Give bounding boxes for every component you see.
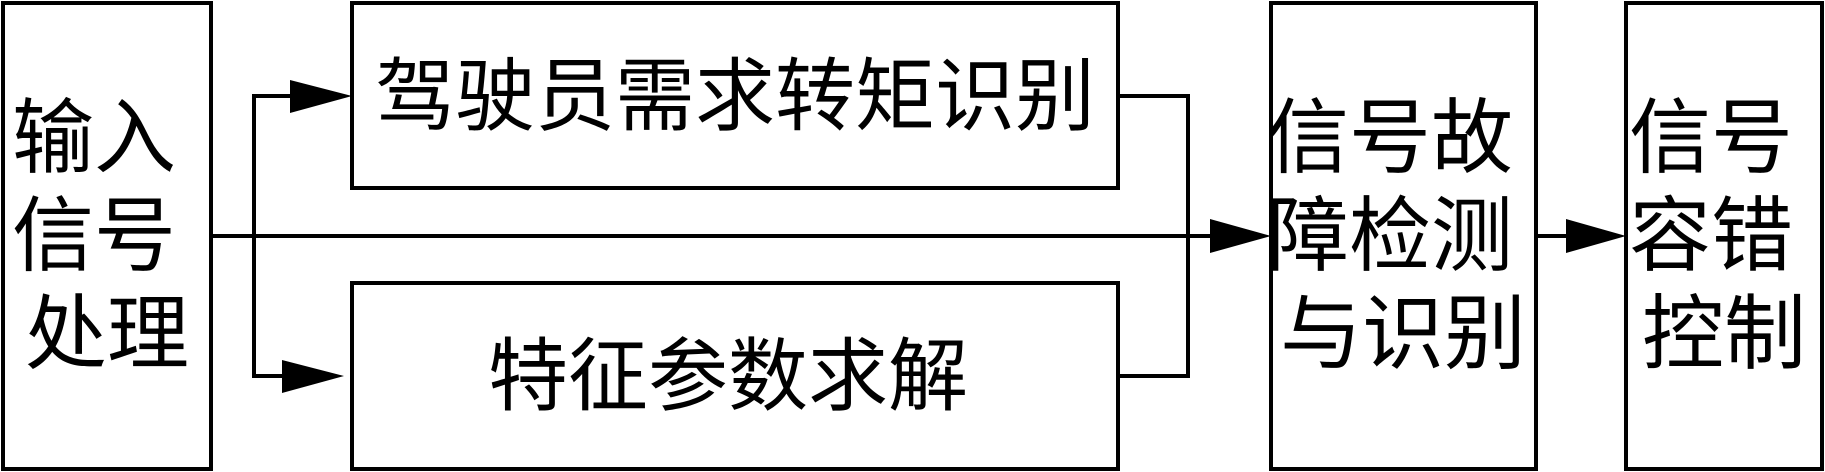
torque-box-label: 驾驶员需求转矩识别 xyxy=(375,50,1095,143)
input-signal-processing-box xyxy=(1,1,213,471)
tolerance-box-line-2: 容错 xyxy=(1629,189,1793,284)
input-box-line-2: 信号 xyxy=(12,189,176,284)
tolerance-box-line-3: 控制 xyxy=(1642,287,1806,382)
params-box-label: 特征参数求解 xyxy=(488,330,968,423)
fault-box-label: 信号故 障检测 与识别 xyxy=(1267,91,1539,382)
tolerance-box-line-1: 信号 xyxy=(1629,91,1793,186)
driver-torque-recognition-box xyxy=(350,1,1120,190)
fault-tolerant-control-box xyxy=(1624,1,1824,471)
fault-box-line-3: 与识别 xyxy=(1280,287,1526,382)
tolerance-box-label: 信号 容错 控制 xyxy=(1629,91,1819,382)
input-box-line-1: 输入 xyxy=(12,91,176,186)
arrow-to-torque-box xyxy=(290,80,352,113)
fault-box-line-1: 信号故 xyxy=(1267,91,1513,186)
feature-parameter-solving-box xyxy=(350,281,1120,471)
input-box-label: 输入 信号 处理 xyxy=(12,91,202,382)
arrow-to-fault-box xyxy=(1210,219,1271,253)
fault-box-line-2: 障检测 xyxy=(1267,189,1513,284)
input-box-line-3: 处理 xyxy=(25,287,189,382)
merge-connector xyxy=(1118,94,1190,378)
arrow-to-tolerance-box xyxy=(1566,219,1626,253)
arrow-to-params-box xyxy=(282,360,344,393)
fault-detection-box xyxy=(1269,1,1538,471)
